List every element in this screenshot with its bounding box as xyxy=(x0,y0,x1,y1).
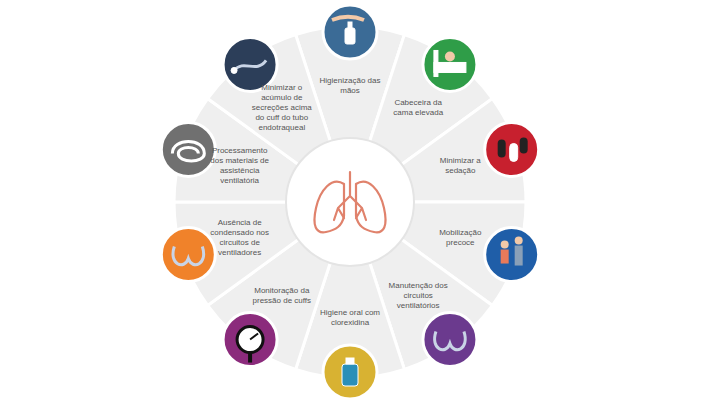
wedge-label-box: Minimizar a sedação xyxy=(427,156,493,176)
wedge-label-box: Processamento dos materiais de assistênc… xyxy=(207,146,273,186)
icon-circle xyxy=(161,228,215,282)
icon-glyph xyxy=(435,332,466,350)
icon-glyph xyxy=(332,17,364,44)
icon-glyph xyxy=(434,50,466,76)
icon-circle xyxy=(323,345,377,399)
icon-circle xyxy=(423,313,477,367)
icon-badge xyxy=(323,345,377,399)
icon-glyph xyxy=(231,60,266,73)
icon-badge xyxy=(161,228,215,282)
icon-glyph xyxy=(237,327,263,363)
icon-circle xyxy=(423,37,477,91)
wedge-label: Mobilização precoce xyxy=(427,228,493,248)
wedge-label: Cabeceira da cama elevada xyxy=(385,98,451,118)
wedge-label-box: Monitoração da pressão de cuffs xyxy=(249,286,315,306)
icon-glyph xyxy=(498,137,528,161)
wedge-label-box: Manutenção dos circuitos ventilatórios xyxy=(385,281,451,311)
icon-circle xyxy=(323,5,377,59)
lungs-icon xyxy=(314,172,385,232)
wedge-label-box: Ausência de condensado nos circuitos de … xyxy=(207,218,273,258)
wedge-label: Monitoração da pressão de cuffs xyxy=(249,286,315,306)
icon-glyph xyxy=(501,237,523,266)
center-circle xyxy=(286,138,414,266)
wedge-label-box: Minimizar o acúmulo de secreções acima d… xyxy=(249,83,315,133)
wedge-label-box: Cabeceira da cama elevada xyxy=(385,98,451,118)
icon-badge xyxy=(423,37,477,91)
wedge-label-box: Mobilização precoce xyxy=(427,228,493,248)
wedge-label: Higiene oral com clorexidina xyxy=(317,308,383,328)
icon-badge xyxy=(161,122,215,176)
icon-circle xyxy=(223,313,277,367)
wedge-label: Minimizar o acúmulo de secreções acima d… xyxy=(249,83,315,133)
wedge-label-box: Higiene oral com clorexidina xyxy=(317,308,383,328)
icon-badge xyxy=(485,228,539,282)
wedge-label: Higienização das mãos xyxy=(317,76,383,96)
wedge-label: Minimizar a sedação xyxy=(427,156,493,176)
wheel xyxy=(161,5,538,399)
wedge-label-box: Higienização das mãos xyxy=(317,76,383,96)
icon-glyph xyxy=(172,141,204,161)
icon-badge xyxy=(223,313,277,367)
icon-circle xyxy=(485,122,539,176)
icon-badge xyxy=(423,313,477,367)
icon-circle xyxy=(485,228,539,282)
wedge-label: Ausência de condensado nos circuitos de … xyxy=(207,218,273,258)
icon-badge xyxy=(323,5,377,59)
wedge-label: Manutenção dos circuitos ventilatórios xyxy=(385,281,451,311)
wedge-label: Processamento dos materiais de assistênc… xyxy=(207,146,273,186)
icon-glyph xyxy=(173,247,204,265)
icon-badge xyxy=(485,122,539,176)
icon-glyph xyxy=(342,358,358,386)
icon-circle xyxy=(161,122,215,176)
